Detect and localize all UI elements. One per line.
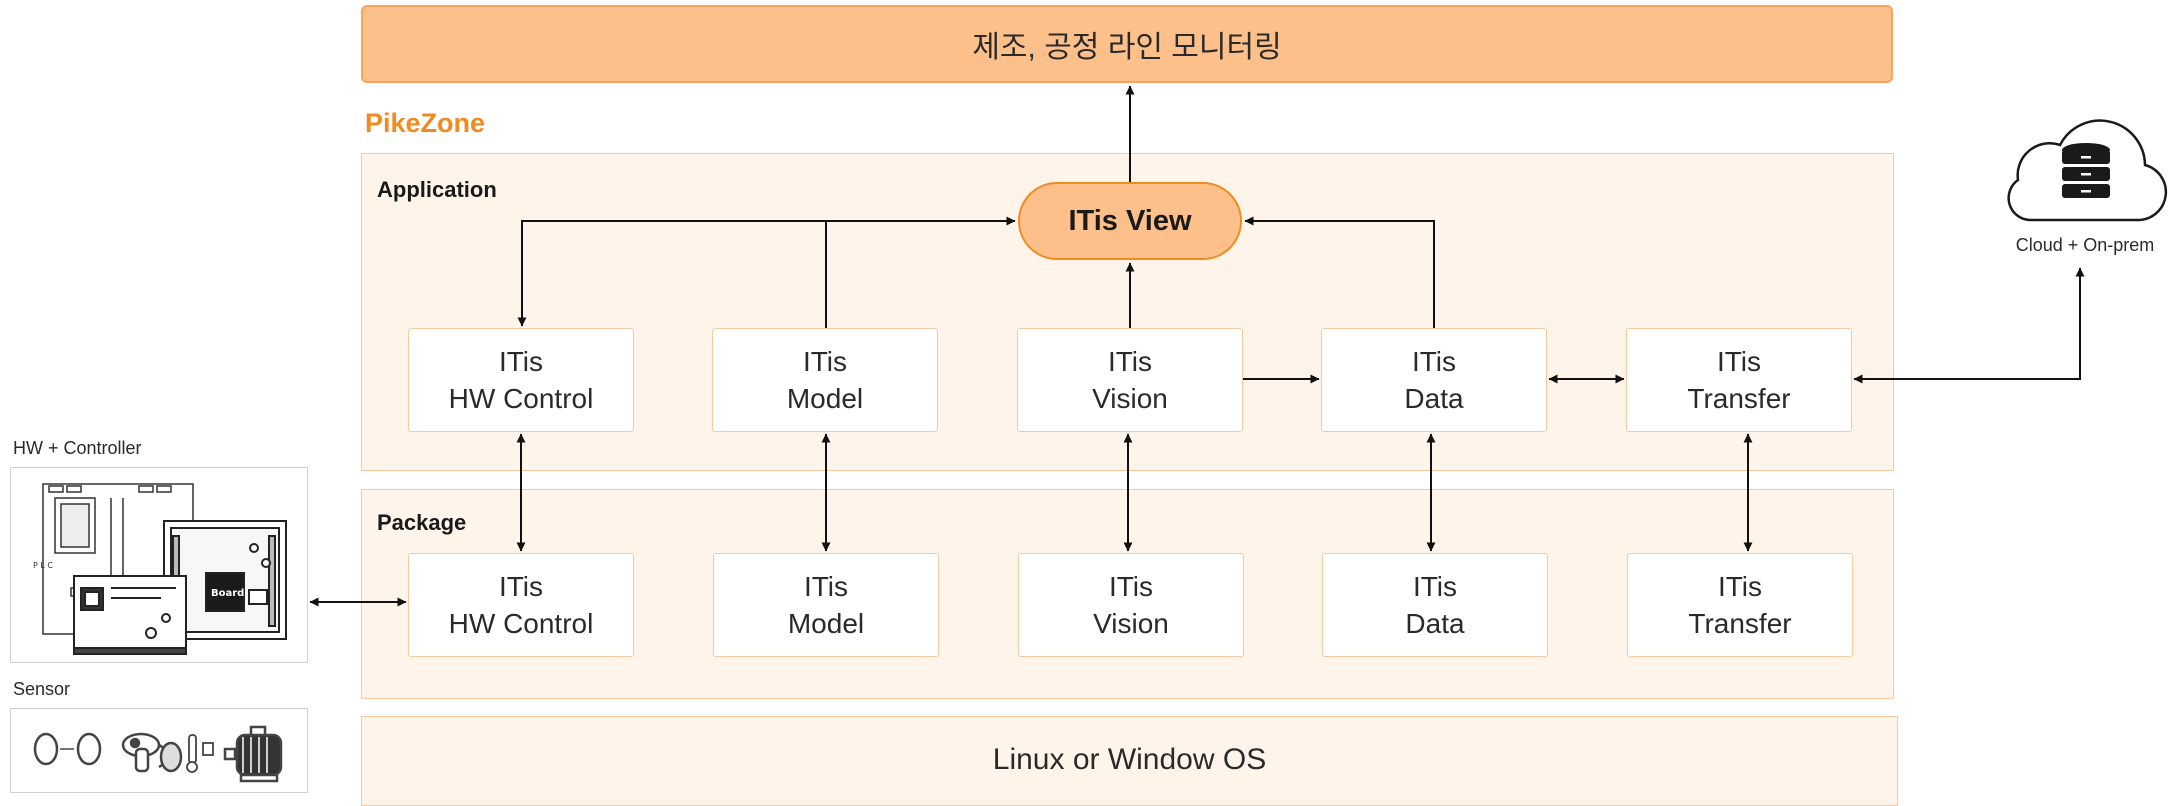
pkg-module-line1: ITis (1412, 571, 1458, 602)
arrow-transfer-cloud (1853, 267, 2085, 384)
pkg-module-vision: ITis Vision (1018, 553, 1244, 657)
app-module-line2: Data (1404, 383, 1464, 414)
proximity-sensor-icon (33, 732, 59, 766)
sensor-illustration (33, 725, 283, 783)
pkg-module-line1: ITis (1717, 571, 1763, 602)
database-icon (2062, 143, 2110, 198)
top-banner-label: 제조, 공정 라인 모니터링 (972, 31, 1282, 64)
sensor-label: Sensor (13, 679, 71, 699)
app-module-line2: Vision (1092, 383, 1168, 414)
app-module-hw-control: ITis HW Control (408, 328, 634, 432)
pkg-module-model: ITis Model (713, 553, 939, 657)
sensor-panel (10, 708, 308, 793)
app-module-transfer: ITis Transfer (1626, 328, 1852, 432)
itis-view-label: ITis View (1068, 204, 1192, 237)
cloud-label: Cloud + On-prem (2015, 235, 2155, 255)
app-module-line2: HW Control (448, 383, 594, 414)
brand-title: PikeZone (365, 108, 486, 138)
pkg-module-line2: Vision (1093, 608, 1169, 639)
pkg-module-transfer: ITis Transfer (1627, 553, 1853, 657)
encoder-icon (121, 732, 183, 773)
pkg-module-hw-control: ITis HW Control (408, 553, 634, 657)
app-module-line1: ITis (1411, 346, 1457, 377)
pcb-icon (73, 575, 187, 655)
app-module-line2: Model (786, 383, 864, 414)
itis-view-node: ITis View (1018, 182, 1242, 260)
arrow-view-hw-control (517, 216, 1016, 327)
app-module-line1: ITis (1107, 346, 1153, 377)
top-banner: 제조, 공정 라인 모니터링 (361, 5, 1893, 83)
pkg-module-line2: Transfer (1688, 608, 1792, 639)
proximity-sensor-icon (76, 732, 102, 766)
thermometer-icon (186, 734, 214, 773)
pkg-module-line1: ITis (803, 571, 849, 602)
pkg-module-line2: Model (787, 608, 865, 639)
motor-icon (223, 725, 283, 783)
os-layer-label: Linux or Window OS (992, 743, 1267, 776)
hw-controller-panel: P L C Board (10, 467, 308, 663)
pkg-module-data: ITis Data (1322, 553, 1548, 657)
plc-label: P L C (33, 561, 53, 570)
app-module-line1: ITis (1716, 346, 1762, 377)
arrow-data-to-view (1244, 216, 1435, 328)
package-layer-title: Package (377, 510, 467, 535)
app-module-vision: ITis Vision (1017, 328, 1243, 432)
cloud-database-icon (2007, 119, 2168, 222)
app-module-model: ITis Model (712, 328, 938, 432)
app-module-line2: Transfer (1687, 383, 1791, 414)
pkg-module-line2: HW Control (448, 608, 594, 639)
hw-controller-illustration: P L C Board (33, 483, 287, 655)
board-label: Board (211, 588, 244, 599)
app-module-data: ITis Data (1321, 328, 1547, 432)
pkg-module-line2: Data (1405, 608, 1465, 639)
app-module-line1: ITis (802, 346, 848, 377)
pkg-module-line1: ITis (498, 571, 544, 602)
hw-controller-label: HW + Controller (13, 438, 142, 458)
app-module-line1: ITis (498, 346, 544, 377)
application-layer-title: Application (377, 177, 497, 202)
pkg-module-line1: ITis (1108, 571, 1154, 602)
